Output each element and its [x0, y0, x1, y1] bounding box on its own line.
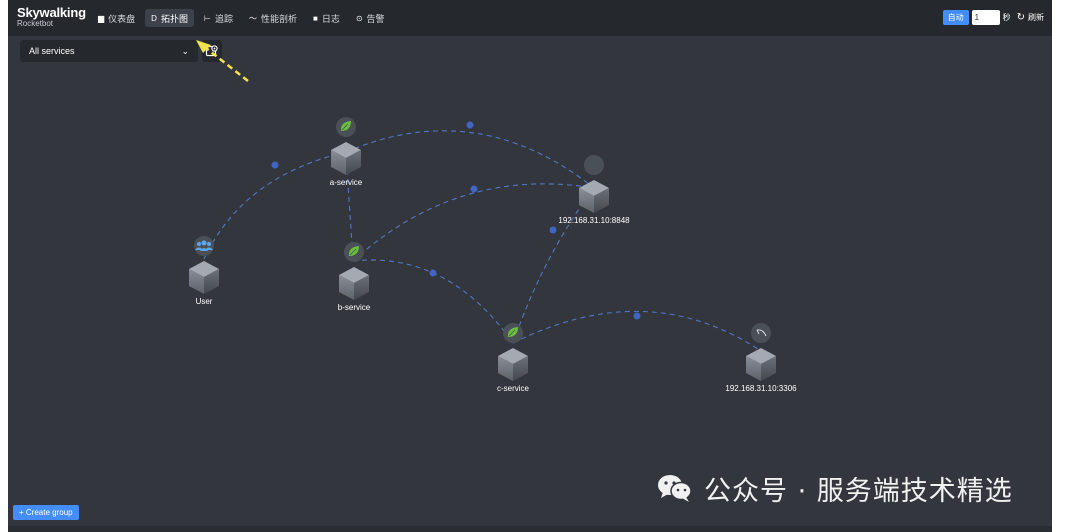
- edge-b-service-nacos[interactable]: [352, 183, 595, 262]
- edge-b-service-c-service[interactable]: [352, 259, 514, 344]
- users-icon: [195, 240, 213, 251]
- nav-profile-label: 性能剖析: [260, 13, 297, 24]
- skywalking-logo[interactable]: Skywalking Rocketbot: [17, 6, 86, 28]
- node-a-service[interactable]: a-service: [330, 117, 363, 187]
- edge-marker[interactable]: [470, 185, 478, 193]
- nav-log[interactable]: ■ 日志: [307, 9, 346, 27]
- spring-leaf-icon: [340, 121, 351, 131]
- node-label: User: [196, 297, 213, 306]
- create-group-button[interactable]: + Create group: [13, 505, 79, 520]
- annotation-arrow: [196, 40, 249, 82]
- node-b-service[interactable]: b-service: [338, 242, 371, 312]
- nav-alarm[interactable]: ⊙ 告警: [350, 9, 391, 27]
- nav-topology[interactable]: D 拓扑图: [145, 9, 194, 27]
- node-192-168-31-10-3306[interactable]: 192.168.31.10:3306: [725, 323, 797, 393]
- watermark: 公众号 · 服务端技术精选: [656, 470, 1013, 507]
- nav-trace-label: 追踪: [214, 13, 233, 24]
- logo-subtitle: Rocketbot: [17, 19, 54, 28]
- refresh-button[interactable]: 刷新: [1028, 13, 1044, 22]
- dashboard-icon: ▆: [98, 13, 105, 23]
- watermark-text: 公众号 · 服务端技术精选: [704, 475, 1013, 507]
- chevron-down-icon: ⌄: [181, 46, 189, 56]
- wechat-icon: [658, 475, 692, 502]
- nav-profile[interactable]: 〜 性能剖析: [243, 9, 303, 27]
- nav-alarm-label: 告警: [366, 13, 385, 24]
- service-group-select[interactable]: All services ⌄: [20, 40, 198, 62]
- edge-a-service-nacos[interactable]: [345, 130, 595, 189]
- edge-user-a-service[interactable]: [203, 151, 347, 260]
- main-nav: ▆ 仪表盘 D 拓扑图 ⊢ 追踪 〜 性能剖析 ■ 日志 ⊙ 告警: [92, 9, 391, 27]
- node-label: a-service: [330, 178, 363, 187]
- profile-icon: 〜: [248, 13, 257, 23]
- trace-icon: ⊢: [203, 13, 211, 23]
- nav-topology-label: 拓扑图: [160, 13, 188, 24]
- topology-graph: a-service User b-service: [189, 40, 797, 393]
- settings-icon: [205, 45, 218, 57]
- node-user[interactable]: User: [189, 236, 219, 306]
- node-label: 192.168.31.10:8848: [558, 216, 630, 225]
- topology-edges: [203, 130, 762, 352]
- nav-dashboard-label: 仪表盘: [108, 13, 136, 24]
- spring-leaf-icon: [348, 246, 359, 256]
- node-label: c-service: [497, 384, 530, 393]
- skywalking-app: Skywalking Rocketbot ▆ 仪表盘 D 拓扑图 ⊢ 追踪 〜 …: [8, 0, 1052, 532]
- refresh-icon[interactable]: ↻: [1016, 12, 1025, 23]
- alarm-icon: ⊙: [355, 13, 363, 23]
- refresh-interval-input[interactable]: [971, 10, 1000, 25]
- topology-icon: D: [151, 13, 157, 23]
- edge-marker[interactable]: [429, 269, 437, 277]
- top-navigation-bar: Skywalking Rocketbot ▆ 仪表盘 D 拓扑图 ⊢ 追踪 〜 …: [8, 0, 1052, 36]
- nav-log-label: 日志: [321, 13, 340, 24]
- node-192-168-31-10-8848[interactable]: 192.168.31.10:8848: [558, 155, 630, 225]
- refresh-controls: 自动 秒 ↻ 刷新: [942, 10, 1044, 25]
- edge-c-service-nacos[interactable]: [512, 187, 595, 344]
- edge-c-service-mysql[interactable]: [512, 310, 762, 352]
- bottom-status-strip: [8, 526, 1052, 532]
- interval-unit-label: 秒: [1002, 13, 1011, 22]
- node-label: 192.168.31.10:3306: [725, 384, 797, 393]
- edge-marker[interactable]: [271, 161, 279, 169]
- auto-refresh-button[interactable]: 自动: [942, 10, 969, 25]
- spring-leaf-icon: [507, 327, 518, 337]
- node-c-service[interactable]: c-service: [497, 323, 530, 393]
- edge-marker[interactable]: [549, 226, 557, 234]
- nav-dashboard[interactable]: ▆ 仪表盘: [92, 9, 141, 27]
- log-icon: ■: [312, 13, 318, 23]
- edge-marker[interactable]: [633, 312, 641, 320]
- node-label: b-service: [338, 303, 371, 312]
- edge-marker[interactable]: [466, 121, 474, 129]
- database-icon: [756, 329, 767, 337]
- nav-trace[interactable]: ⊢ 追踪: [198, 9, 239, 27]
- service-group-select-value: All services: [29, 46, 75, 56]
- logo-title: Skywalking: [17, 5, 86, 20]
